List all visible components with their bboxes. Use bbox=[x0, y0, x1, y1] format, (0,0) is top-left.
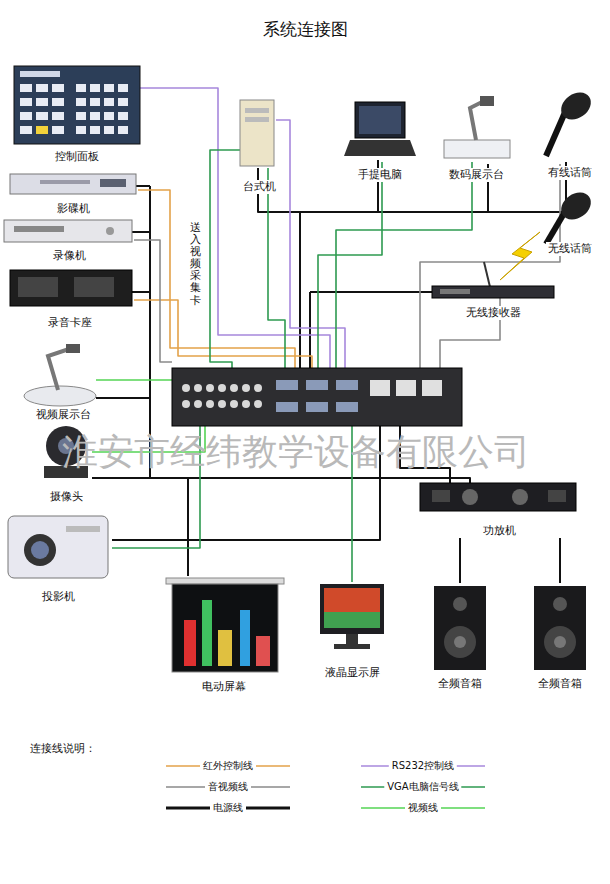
projector-picture bbox=[8, 516, 108, 578]
vertical-note: 送入视频采集卡 bbox=[190, 222, 201, 307]
device-node: 无线话筒 bbox=[534, 188, 606, 256]
device-label: 全频音箱 bbox=[536, 677, 584, 691]
legend-text: 红外控制线 bbox=[200, 760, 256, 772]
diagram-title: 系统连接图 bbox=[259, 19, 352, 39]
device-label: 数码展示台 bbox=[447, 168, 506, 182]
device-label: 全频音箱 bbox=[436, 677, 484, 691]
device-node: 投影机 bbox=[2, 508, 114, 604]
device-label: 录音卡座 bbox=[46, 316, 94, 330]
device-label: 台式机 bbox=[241, 180, 278, 194]
device-node: 控制面板 bbox=[12, 64, 142, 164]
receiver-picture bbox=[432, 262, 554, 298]
device-node: 录音卡座 bbox=[6, 266, 134, 330]
screen-picture bbox=[166, 578, 284, 672]
legend-text: 音视频线 bbox=[205, 781, 251, 793]
laptop-picture bbox=[344, 102, 416, 156]
device-node: 全频音箱 bbox=[530, 583, 590, 691]
device-label: 视频展示台 bbox=[34, 408, 93, 422]
device-label: 功放机 bbox=[481, 524, 518, 538]
control-panel-picture bbox=[14, 66, 140, 144]
device-label: 液晶显示屏 bbox=[323, 666, 382, 680]
lcd-picture bbox=[320, 584, 384, 649]
device-node: 数码展示台 bbox=[436, 92, 516, 182]
wireless-signal-bolt bbox=[500, 232, 540, 280]
vcr-picture bbox=[4, 220, 132, 242]
device-node: 手提电脑 bbox=[344, 98, 416, 182]
legend-text: 视频线 bbox=[405, 802, 441, 814]
cassette-deck-picture bbox=[10, 270, 132, 306]
device-label: 电动屏幕 bbox=[200, 680, 248, 694]
legend-text: RS232控制线 bbox=[389, 760, 457, 772]
desktop-picture bbox=[240, 100, 274, 166]
device-label: 有线话筒 bbox=[546, 166, 594, 180]
device-node: 有线话筒 bbox=[534, 88, 606, 180]
central-controller-picture bbox=[172, 368, 462, 426]
speaker-cable bbox=[459, 538, 461, 583]
device-node: 液晶显示屏 bbox=[314, 580, 390, 680]
device-node: 电动屏幕 bbox=[162, 576, 286, 694]
watermark: 淮安市经纬教学设备有限公司 bbox=[62, 428, 530, 477]
device-label: 录像机 bbox=[51, 249, 88, 263]
title-bar: 系统连接图 bbox=[0, 18, 610, 41]
device-node: 台式机 bbox=[234, 98, 284, 194]
device-node: 录像机 bbox=[2, 217, 136, 263]
legend-text: VGA电脑信号线 bbox=[384, 781, 461, 793]
speaker-cable bbox=[559, 538, 561, 583]
device-node: 功放机 bbox=[418, 480, 580, 538]
device-node: 视频展示台 bbox=[18, 342, 108, 422]
device-label: 影碟机 bbox=[55, 202, 92, 216]
wireless-mic-picture bbox=[546, 187, 596, 244]
video-presenter-picture bbox=[24, 344, 96, 406]
device-node: 无线接收器 bbox=[428, 282, 558, 320]
legend-heading: 连接线说明： bbox=[30, 741, 96, 756]
legend-text: 电源线 bbox=[210, 802, 246, 814]
speaker-picture bbox=[434, 586, 586, 670]
device-node: 影碟机 bbox=[6, 170, 140, 216]
device-label: 控制面板 bbox=[53, 150, 101, 164]
amplifier-picture bbox=[420, 483, 576, 511]
dvd-player-picture bbox=[10, 174, 136, 194]
device-label: 摄像头 bbox=[48, 490, 85, 504]
device-label: 无线接收器 bbox=[464, 306, 523, 320]
device-label: 无线话筒 bbox=[546, 242, 594, 256]
document-camera-picture bbox=[444, 96, 510, 158]
device-node: 全频音箱 bbox=[430, 583, 490, 691]
device-label: 手提电脑 bbox=[356, 168, 404, 182]
device-label: 投影机 bbox=[40, 590, 77, 604]
wired-mic-picture bbox=[546, 87, 596, 156]
